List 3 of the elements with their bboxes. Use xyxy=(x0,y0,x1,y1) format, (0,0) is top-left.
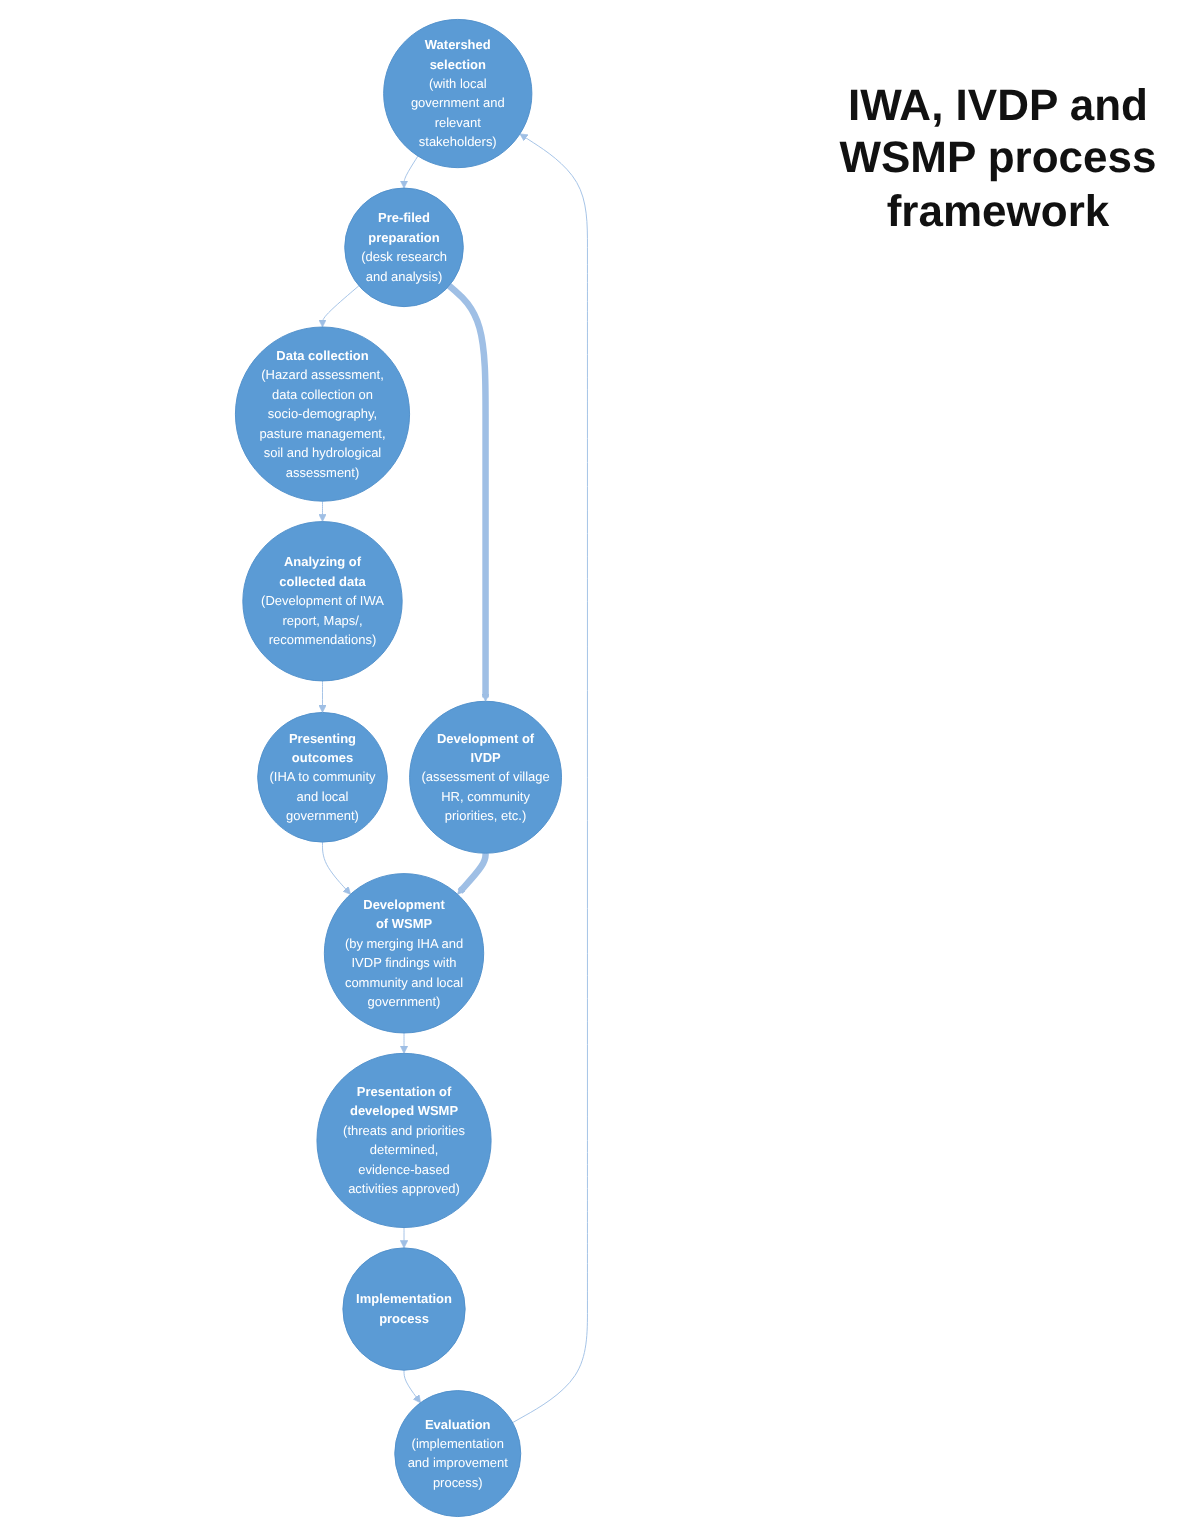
diagram-title: IWA, IVDP and WSMP process framework xyxy=(837,80,1159,239)
arrow xyxy=(456,851,489,895)
arrow xyxy=(446,283,490,702)
